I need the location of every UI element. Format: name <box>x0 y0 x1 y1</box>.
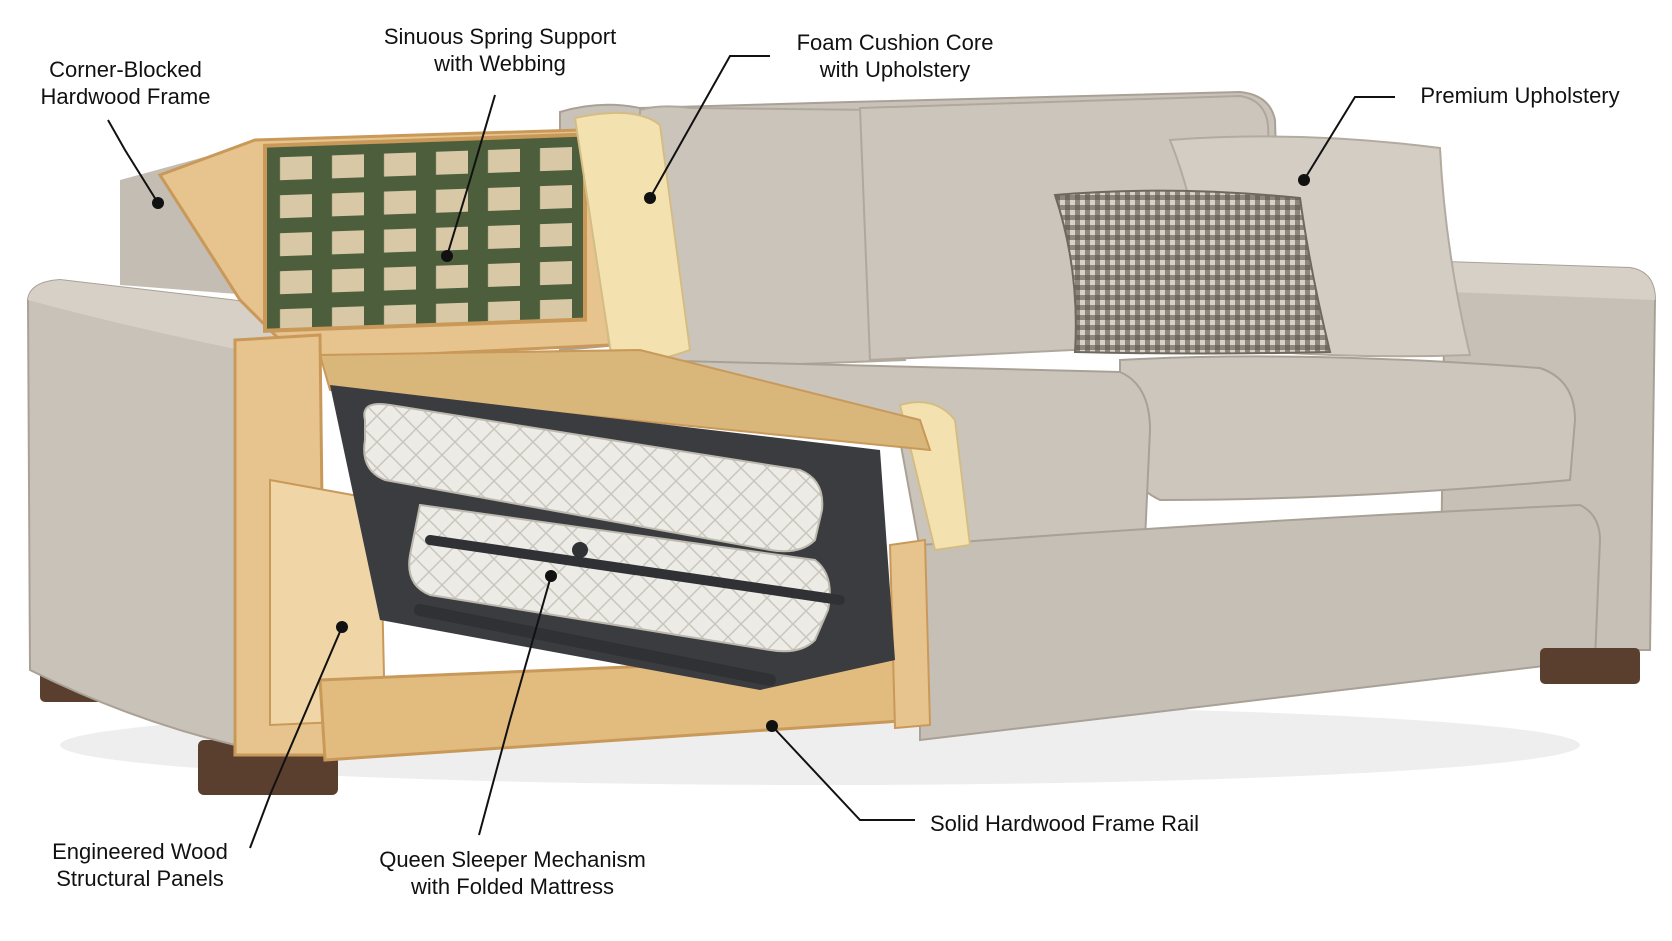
leader-line-upholstery <box>1303 96 1395 181</box>
leader-dot <box>545 570 557 582</box>
right-arm-top <box>1445 262 1655 300</box>
label-wood-panels: Engineered Wood Structural Panels <box>52 839 228 891</box>
sleeper-pivot <box>572 542 588 558</box>
leader-lines <box>107 55 1395 849</box>
leader-dot <box>336 621 348 633</box>
label-frame-rail: Solid Hardwood Frame Rail <box>930 811 1199 836</box>
seat-cushion-right <box>1119 355 1577 502</box>
leader-dot <box>1298 174 1310 186</box>
leader-dot <box>644 192 656 204</box>
leader-line-rail <box>771 725 915 821</box>
mattress-fold-bottom <box>408 503 831 653</box>
label-sleeper: Queen Sleeper Mechanism with Folded Matt… <box>379 847 646 899</box>
mattress-fold-top <box>363 403 824 553</box>
leader-dots <box>152 174 1310 732</box>
leg-right-front <box>1540 648 1640 684</box>
leader-line-sleeper <box>478 575 552 836</box>
leader-dot <box>152 197 164 209</box>
leader-dot <box>441 250 453 262</box>
label-spring-support: Sinuous Spring Support with Webbing <box>383 24 617 76</box>
sofa-front-base <box>919 503 1602 742</box>
pillow-tweed <box>1053 189 1332 355</box>
label-corner-frame: Corner-Blocked Hardwood Frame <box>40 57 211 109</box>
seat-deck <box>318 348 932 452</box>
left-arm-top <box>28 280 320 350</box>
sleeper-bar <box>425 535 845 605</box>
leader-line-panels <box>249 626 343 849</box>
leader-line-spring <box>446 94 496 257</box>
label-upholstery: Premium Upholstery <box>1420 83 1620 108</box>
leader-line-corner-frame <box>107 119 159 204</box>
spring-webbing <box>263 132 587 333</box>
leader-dot <box>766 720 778 732</box>
sleeper-bar-lower <box>414 604 776 686</box>
label-foam-core: Foam Cushion Core with Upholstery <box>796 30 994 82</box>
leader-line-foam <box>649 55 770 199</box>
front-upright <box>888 538 932 730</box>
